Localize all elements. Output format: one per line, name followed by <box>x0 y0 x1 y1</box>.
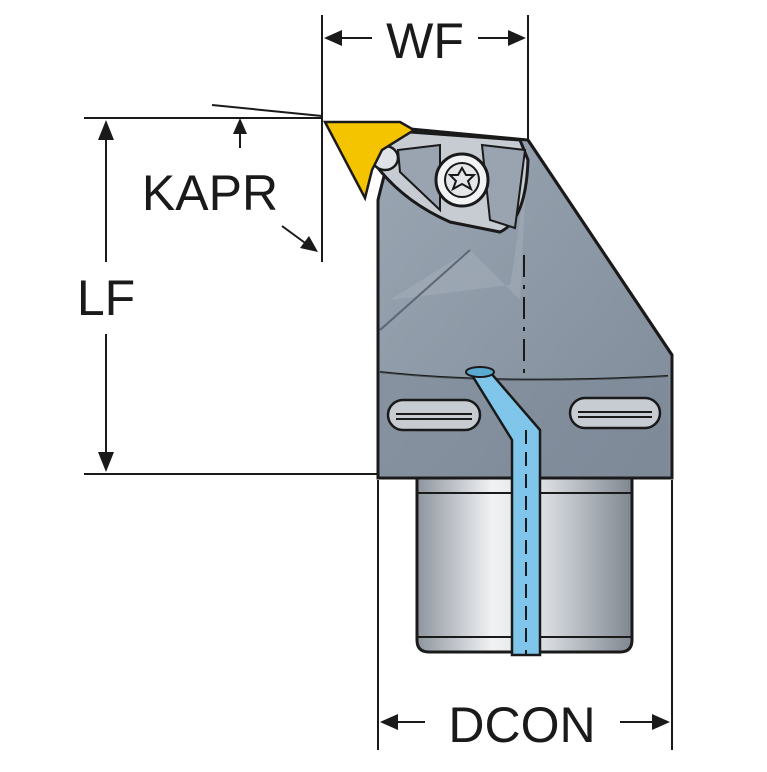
coolant-channel <box>465 366 542 657</box>
lf-dimension: LF <box>77 117 378 475</box>
wf-label: WF <box>386 13 464 69</box>
side-slot-left <box>386 398 482 432</box>
dcon-label: DCON <box>448 697 595 753</box>
wf-dimension: WF <box>321 13 529 140</box>
clamp-screw-icon <box>434 152 490 208</box>
lf-label: LF <box>77 270 135 326</box>
side-slot-right <box>568 396 662 430</box>
kapr-label: KAPR <box>142 165 278 221</box>
cutting-insert <box>322 120 417 202</box>
kapr-dimension: KAPR <box>142 104 323 262</box>
dcon-dimension: DCON <box>377 480 673 753</box>
